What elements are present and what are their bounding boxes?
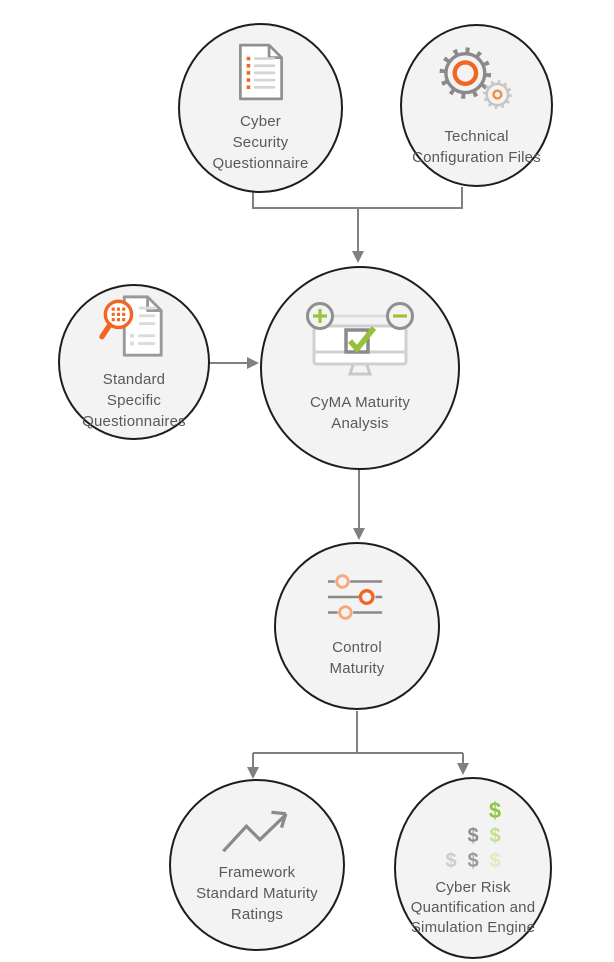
node-cyber-security-questionnaire: Cyber Security Questionnaire [178,23,343,193]
arrowhead-into-cyma-top [352,251,364,263]
document-checklist-icon [235,43,287,101]
gears-icon [436,44,518,112]
arrowhead-into-cyma-left [247,357,259,369]
node-control-maturity: Control Maturity [274,542,440,710]
node-label: Control Maturity [329,639,385,677]
node-label: Standard Specific Questionnaires [82,370,186,430]
node-label: Cyber Risk Quantification and Simulation… [410,878,536,936]
node-cyma-maturity-analysis: CyMA Maturity Analysis [260,266,460,470]
node-framework-standard-maturity-ratings: Framework Standard Maturity Ratings [169,779,345,951]
node-label: Framework Standard Maturity Ratings [196,863,318,923]
monitor-checkbox-icon [304,302,416,378]
dollar-sign: $ [488,798,502,823]
node-technical-configuration-files: Technical Configuration Files [400,24,553,187]
dollar-signs-icon: $ $ $ $ $ $ [440,799,506,874]
edge-bottom-split [252,711,464,767]
dollar-sign: $ [467,850,479,872]
dollar-sign: $ [489,850,501,872]
arrowhead-into-framework [247,767,259,779]
node-label: Cyber Security Questionnaire [212,112,309,172]
sliders-icon [326,573,388,621]
node-cyber-risk-quantification-and-simulation-engine: $ $ $ $ $ $ Cyber Risk Quantification an… [394,777,552,959]
edge-top-merge [252,187,463,251]
node-label: Technical Configuration Files [412,127,541,166]
arrowhead-into-cyber-risk [457,763,469,775]
node-label: CyMA Maturity Analysis [309,394,411,432]
dollar-sign: $ [489,825,501,847]
dollar-sign: $ [467,825,479,847]
document-magnifier-icon [97,293,171,361]
dollar-sign: $ [445,850,457,872]
arrowhead-into-control [353,528,365,540]
trend-arrow-icon [218,806,296,856]
node-standard-specific-questionnaires: Standard Specific Questionnaires [58,284,210,440]
